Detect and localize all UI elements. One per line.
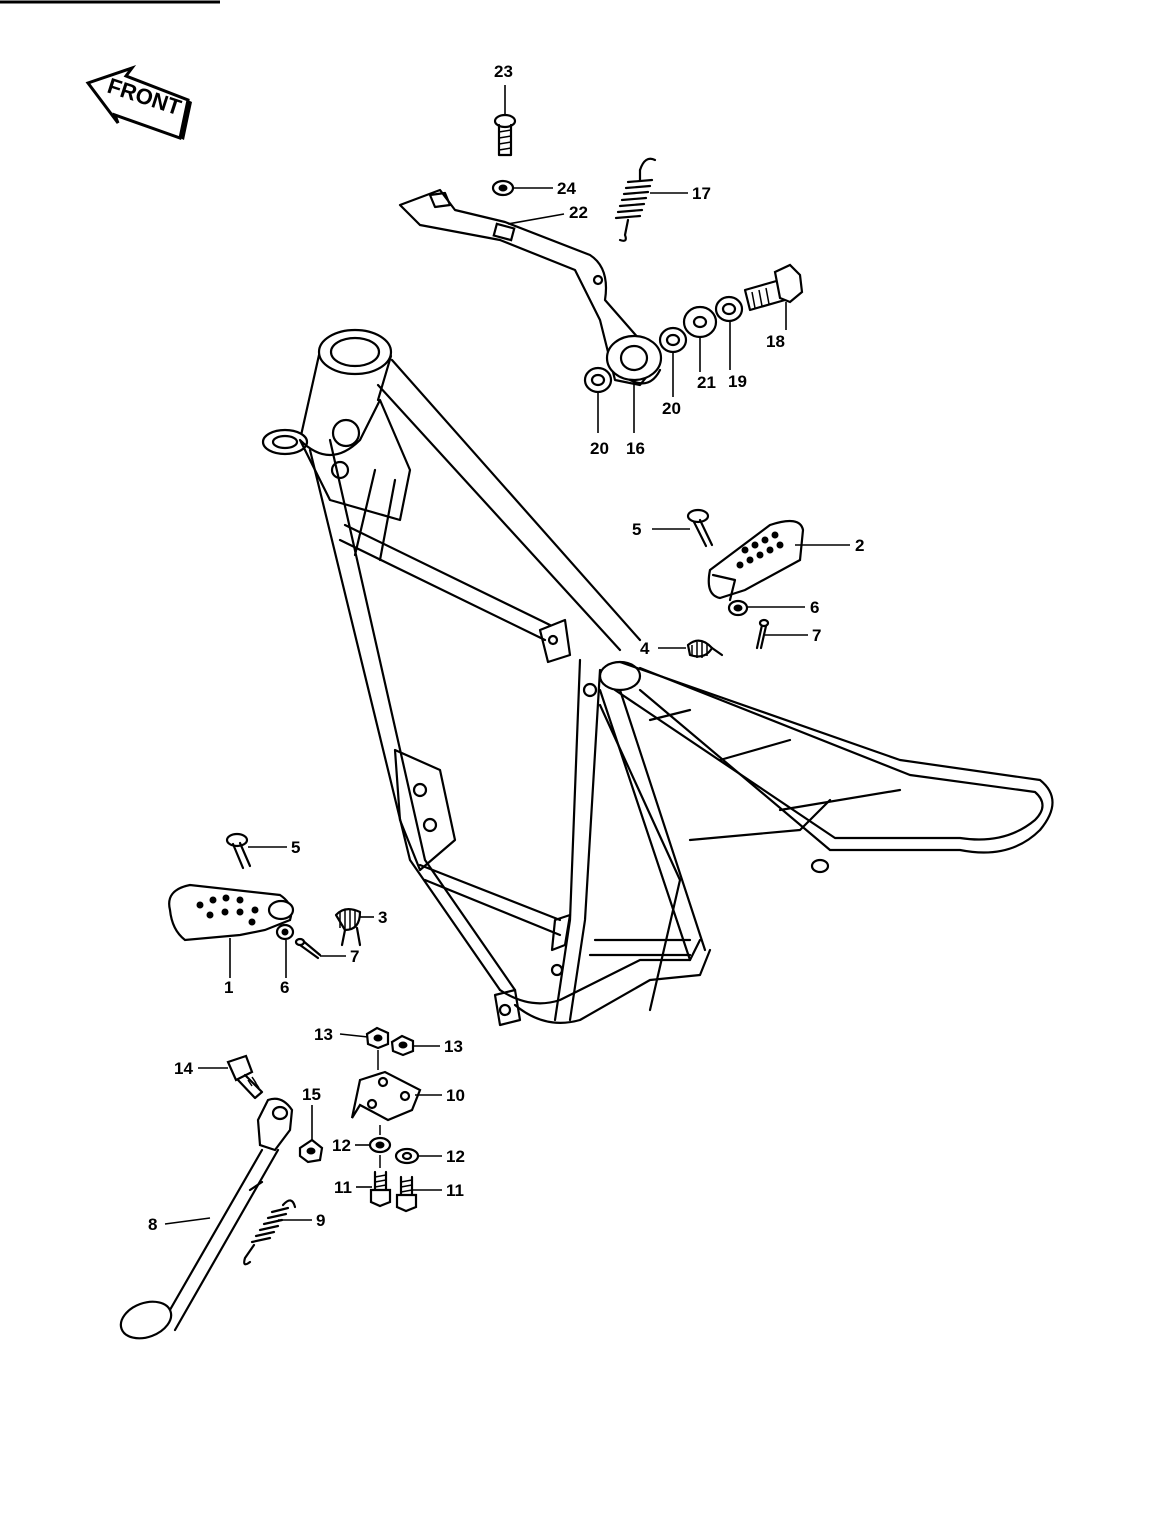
part-9-spring	[243, 1199, 297, 1266]
frame	[261, 328, 1054, 1027]
callout-21: 21	[697, 373, 716, 392]
part-13-nut-right	[390, 1034, 415, 1057]
callout-7-right: 7	[812, 626, 821, 645]
callout-18: 18	[766, 332, 785, 351]
callout-20-right: 20	[662, 399, 681, 418]
part-7-cotter-left	[294, 937, 322, 960]
front-arrow-icon: FRONT	[85, 65, 192, 140]
part-11-bolt-left	[369, 1170, 392, 1208]
callouts: 23 24 22 17 18 19 21 20 16 20 5 2 6 7 4 …	[148, 62, 864, 1234]
callout-3: 3	[378, 908, 387, 927]
leader-lines	[164, 85, 850, 1225]
callout-1: 1	[224, 978, 233, 997]
callout-14: 14	[174, 1059, 193, 1078]
part-5-pin-left	[225, 832, 252, 870]
part-11-bolt-right	[395, 1175, 418, 1213]
callout-24: 24	[557, 179, 576, 198]
callout-11-right: 11	[446, 1181, 464, 1200]
part-7-cotter-right	[755, 618, 770, 650]
callout-17: 17	[692, 184, 711, 203]
part-15-nut	[298, 1138, 324, 1164]
part-20-washer-right	[658, 326, 688, 354]
side-stand	[119, 1054, 324, 1340]
part-1-footpeg	[168, 883, 295, 942]
callout-6-right: 6	[810, 598, 819, 617]
part-19-washer	[714, 295, 744, 323]
callout-2: 2	[855, 536, 864, 555]
callout-15: 15	[302, 1085, 321, 1104]
callout-23: 23	[494, 62, 513, 81]
callout-10: 10	[446, 1086, 465, 1105]
callout-11-left: 11	[334, 1178, 352, 1197]
part-14-bolt	[226, 1054, 264, 1100]
callout-9: 9	[316, 1211, 325, 1230]
callout-12-left: 12	[332, 1136, 351, 1155]
part-21-washer	[682, 305, 718, 339]
part-13-nut-left	[365, 1026, 390, 1050]
part-4-spring	[686, 639, 724, 658]
brake-pedal	[398, 113, 804, 394]
callout-20-left: 20	[590, 439, 609, 458]
part-6-washer-right	[727, 599, 749, 617]
part-17-spring	[614, 157, 657, 242]
part-23-bolt	[493, 113, 517, 157]
right-footrest	[686, 508, 805, 658]
part-20-washer-left	[583, 366, 613, 394]
callout-5-right: 5	[632, 520, 641, 539]
callout-16: 16	[626, 439, 645, 458]
part-10-bracket	[350, 1070, 422, 1122]
part-2-footpeg	[707, 519, 805, 602]
part-12-washer-left	[368, 1136, 392, 1154]
part-12-washer-right	[394, 1147, 420, 1165]
part-18-bolt	[743, 263, 804, 312]
part-24-clip	[491, 179, 515, 197]
callout-22: 22	[569, 203, 588, 222]
part-3-spring	[334, 908, 362, 947]
callout-5-left: 5	[291, 838, 300, 857]
callout-13-right: 13	[444, 1037, 463, 1056]
callout-7-left: 7	[350, 947, 359, 966]
callout-12-right: 12	[446, 1147, 465, 1166]
part-6-washer-left	[275, 923, 295, 941]
callout-13-left: 13	[314, 1025, 333, 1044]
callout-6-left: 6	[280, 978, 289, 997]
left-footrest	[168, 832, 362, 960]
callout-8: 8	[148, 1215, 157, 1234]
part-8-stand	[119, 1097, 294, 1340]
part-5-pin-right	[686, 508, 714, 548]
callout-4: 4	[640, 639, 650, 658]
callout-19: 19	[728, 372, 747, 391]
stand-bracket	[350, 1026, 422, 1213]
